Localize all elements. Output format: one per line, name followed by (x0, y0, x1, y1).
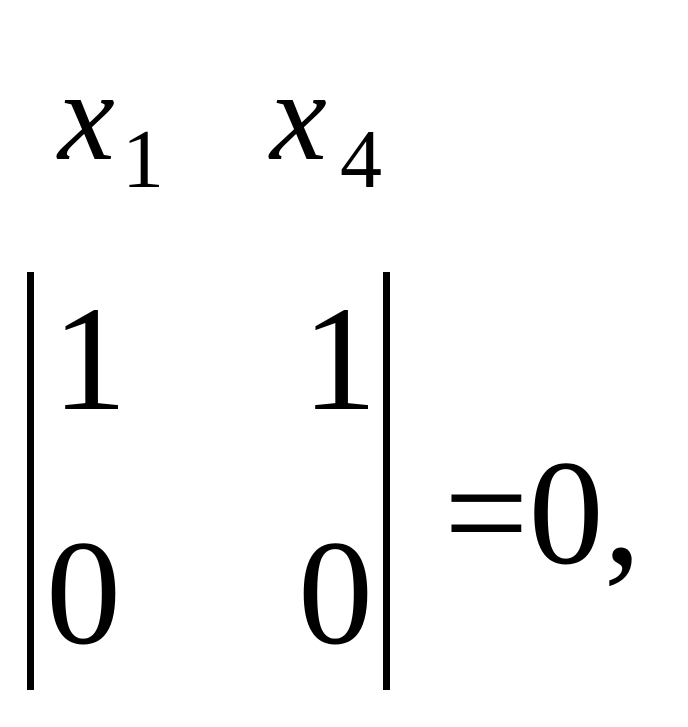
header-variable-2: x (270, 45, 327, 187)
matrix-cell-r1-c1: 1 (52, 276, 127, 442)
left-determinant-bar (27, 272, 34, 690)
header-subscript-2: 4 (340, 113, 382, 206)
matrix-cell-r1-c2: 1 (302, 276, 377, 442)
matrix-cell-r2-c2: 0 (298, 510, 373, 676)
equals-zero-rhs: =0, (444, 430, 642, 596)
right-determinant-bar (383, 272, 390, 690)
header-subscript-1: 1 (122, 113, 164, 206)
matrix-cell-r2-c1: 0 (46, 510, 121, 676)
header-variable-1: x (58, 45, 115, 187)
